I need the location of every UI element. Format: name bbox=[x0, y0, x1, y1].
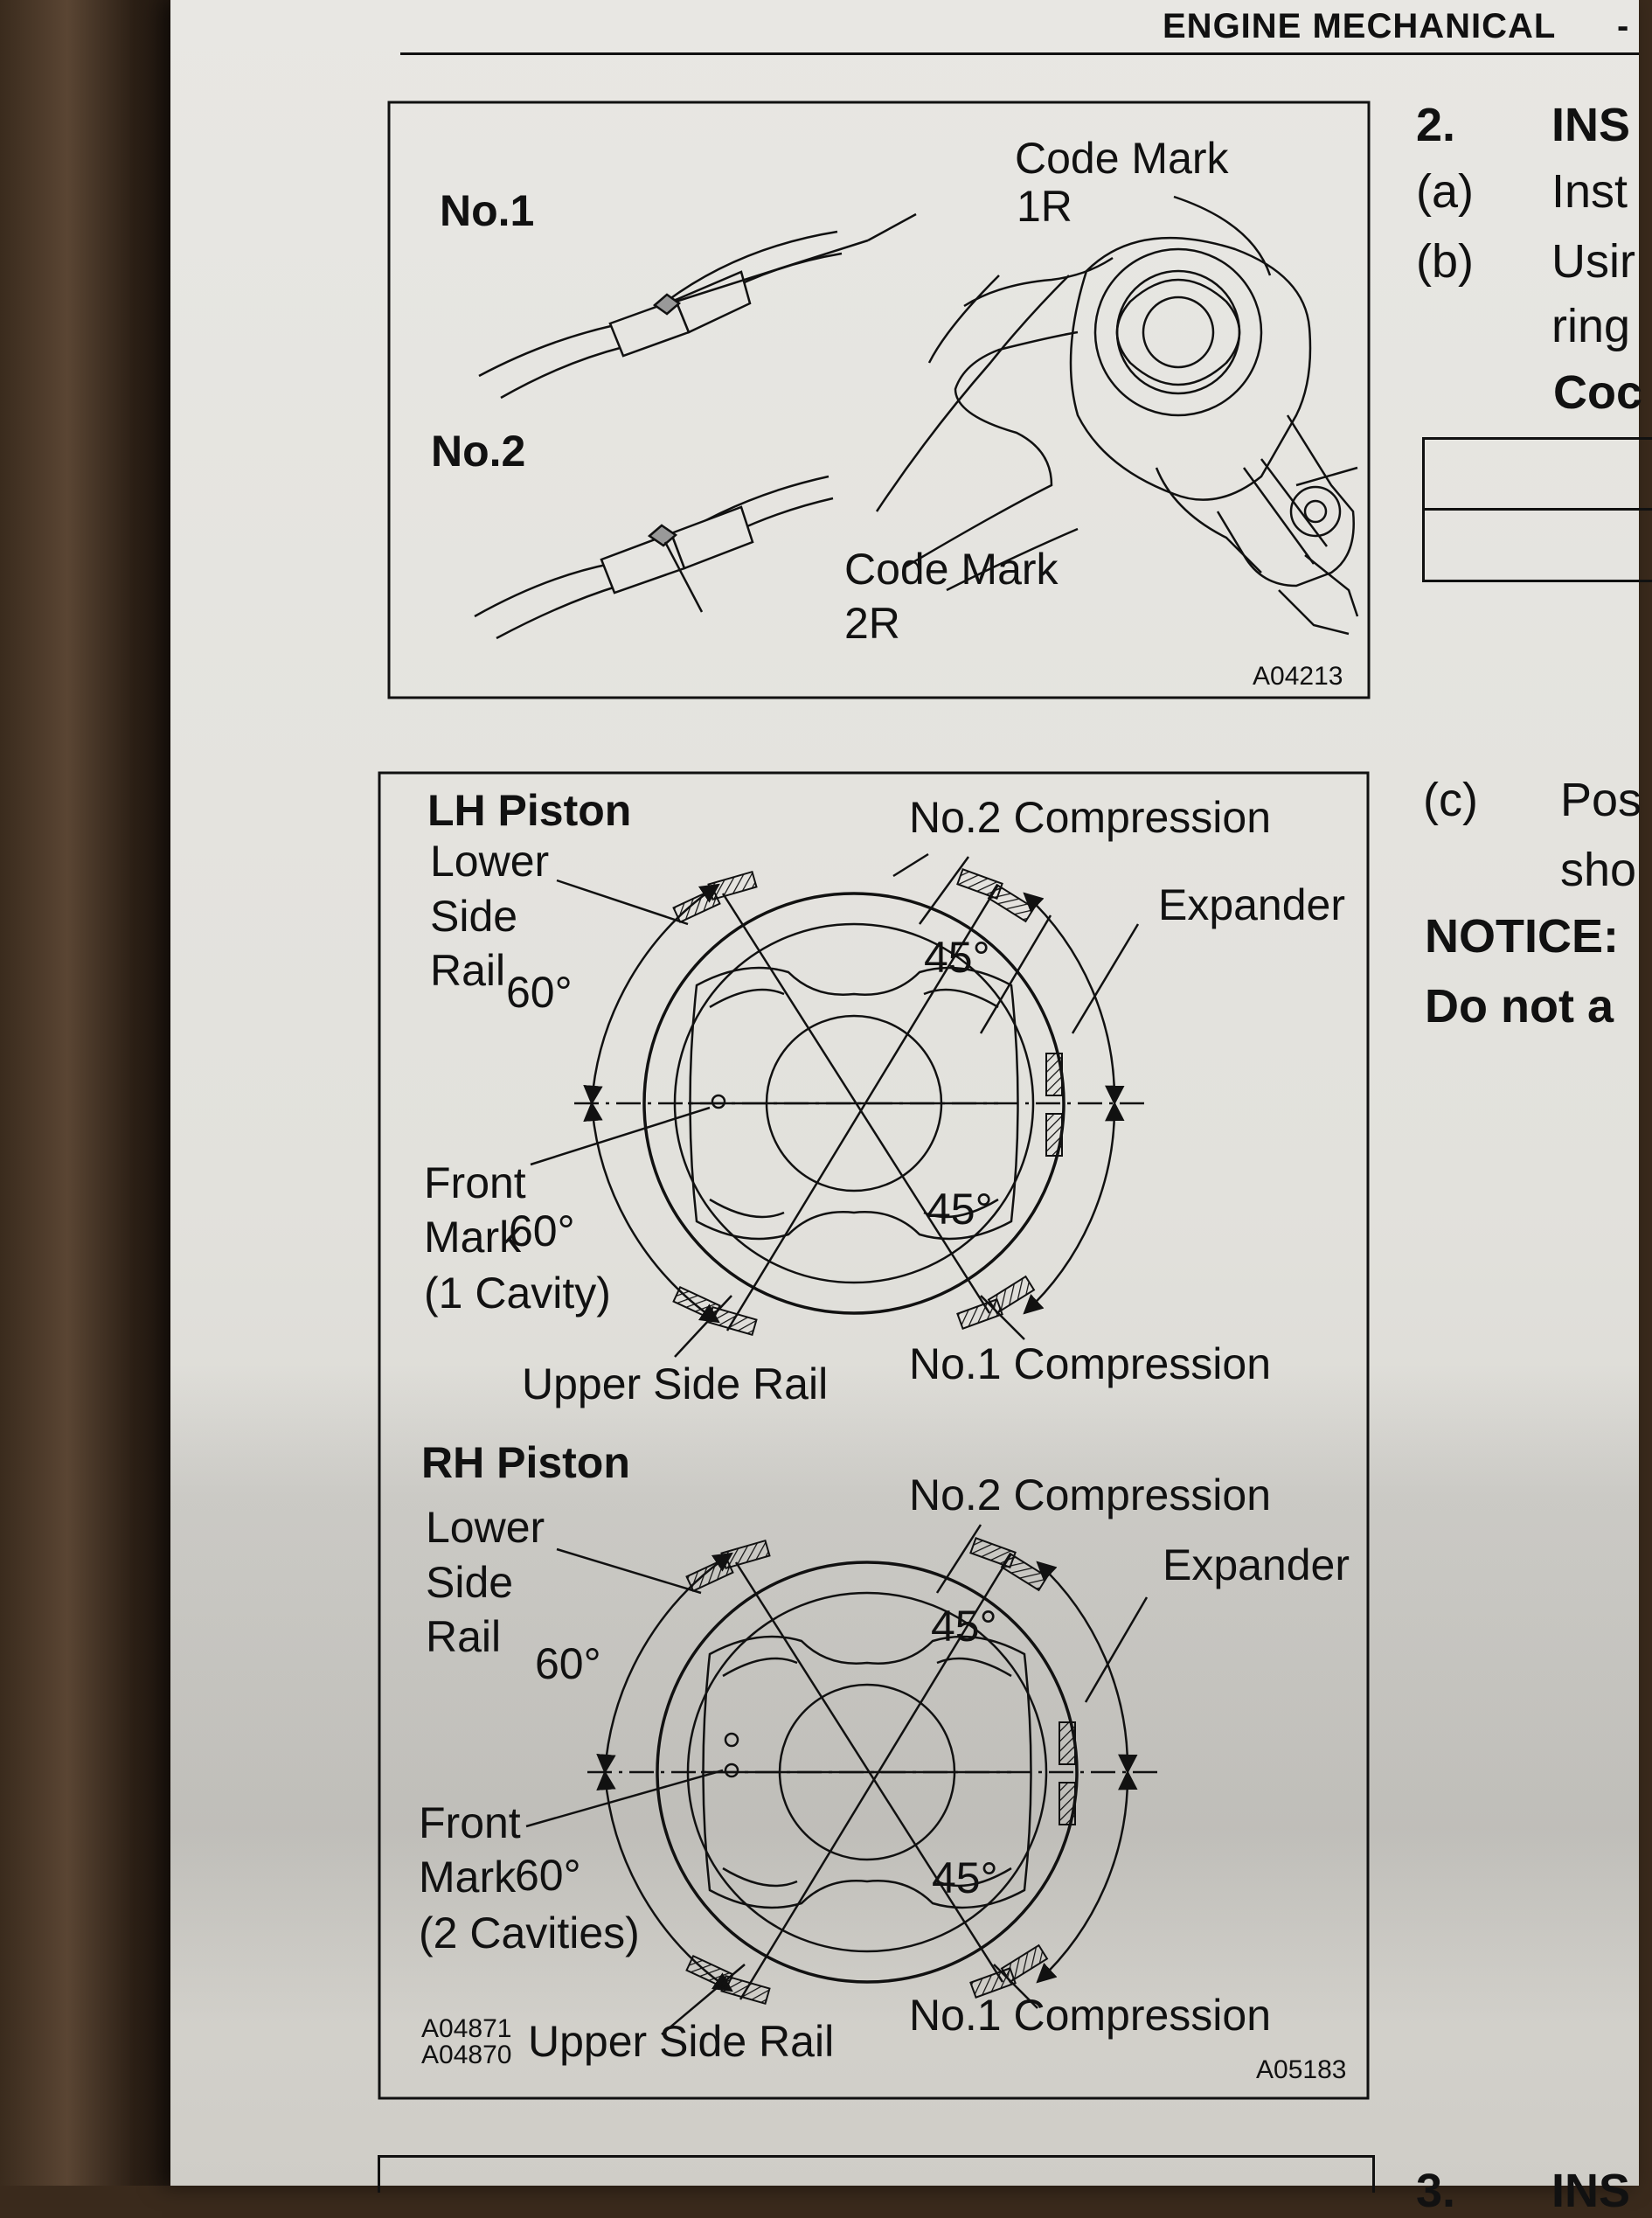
lh-upper-rail-leader bbox=[674, 1295, 732, 1358]
rh-no2-leader bbox=[935, 1524, 982, 1594]
code-label: Coc bbox=[1553, 366, 1643, 419]
figure-1-id: A04213 bbox=[1253, 662, 1343, 691]
lh-lower-side-rail-3: Rail bbox=[430, 946, 505, 995]
lh-angle-45-bottom: 45° bbox=[927, 1185, 993, 1234]
lh-valve-recess bbox=[689, 966, 1019, 1241]
lh-piston-diagram bbox=[530, 852, 1147, 1358]
code-mark-1r-diamond bbox=[652, 293, 682, 316]
ring-1-arc bbox=[478, 323, 615, 378]
step-b-number: (b) bbox=[1416, 235, 1474, 288]
rh-upper-side-rail: Upper Side Rail bbox=[528, 2017, 834, 2066]
notice-text: Do not a bbox=[1425, 980, 1614, 1033]
label-no2: No.2 bbox=[431, 427, 525, 476]
rh-expander: Expander bbox=[1163, 1540, 1350, 1589]
lh-no2-leader bbox=[918, 856, 970, 925]
step-b-text-line2: ring bbox=[1551, 300, 1631, 352]
step-3-number: 3. bbox=[1416, 2165, 1456, 2217]
figure-id-a04870: A04870 bbox=[421, 2041, 511, 2069]
code-table-row-divider bbox=[1425, 508, 1652, 511]
figure-1-frame bbox=[387, 101, 1371, 699]
header-rule bbox=[400, 52, 1639, 55]
lh-lower-side-rail-2: Side bbox=[430, 892, 517, 941]
rh-valve-recess bbox=[702, 1635, 1032, 1909]
step-a-number: (a) bbox=[1416, 165, 1474, 218]
figure-id-a04871: A04871 bbox=[421, 2014, 511, 2043]
lh-ring-gaps bbox=[672, 868, 1063, 1337]
rh-lower-side-rail-2: Side bbox=[426, 1558, 513, 1607]
code-mark-2r-leader bbox=[663, 541, 704, 613]
rh-no1-compression: No.1 Compression bbox=[909, 1991, 1271, 2040]
hand-shadow bbox=[170, 1364, 1639, 2028]
rh-front-mark-3: (2 Cavities) bbox=[419, 1909, 640, 1957]
step-a-text: Inst bbox=[1551, 165, 1628, 218]
rh-piston-title: RH Piston bbox=[421, 1438, 630, 1487]
rh-piston-diagram bbox=[525, 1524, 1160, 2035]
lh-upper-side-rail: Upper Side Rail bbox=[522, 1359, 828, 1408]
code-table bbox=[1422, 437, 1652, 582]
code-mark-1r-line2: 1R bbox=[1017, 182, 1072, 231]
lh-front-mark-1: Front bbox=[424, 1158, 526, 1207]
lh-front-mark-2: Mark bbox=[424, 1213, 522, 1262]
lh-lower-rail-leader bbox=[556, 879, 689, 926]
lh-angle-45-top: 45° bbox=[924, 933, 990, 982]
rh-angle-60-top: 60° bbox=[535, 1639, 601, 1688]
rh-front-mark-leader bbox=[525, 1769, 724, 1828]
section-dash: - bbox=[1617, 7, 1630, 45]
lh-expander-leader bbox=[1071, 923, 1140, 1034]
rh-lower-side-rail-3: Rail bbox=[426, 1612, 501, 1661]
rh-no2-compression: No.2 Compression bbox=[909, 1471, 1271, 1519]
code-mark-2r-line2: 2R bbox=[844, 599, 900, 648]
lh-expander: Expander bbox=[1158, 880, 1345, 929]
rh-lower-rail-leader bbox=[556, 1547, 702, 1595]
figure-ring-gap-positions: LH Piston No.2 Compression Expander Lowe… bbox=[378, 771, 1370, 2100]
rh-front-mark-2: Mark bbox=[419, 1853, 517, 1902]
code-mark-2r-diamond bbox=[647, 524, 678, 547]
lh-front-mark-3: (1 Cavity) bbox=[424, 1269, 611, 1318]
ring-2-arc bbox=[474, 562, 611, 618]
lh-no2-compression: No.2 Compression bbox=[909, 793, 1271, 842]
manual-page: ENGINE MECHANICAL - 2. INS (a) Inst (b) … bbox=[170, 0, 1652, 2217]
rh-angle-45-bottom: 45° bbox=[932, 1853, 998, 1902]
rh-front-mark-1: Front bbox=[419, 1798, 521, 1847]
code-mark-2r-line1: Code Mark bbox=[844, 545, 1059, 594]
next-figure-frame bbox=[378, 2155, 1375, 2193]
rh-lower-side-rail-1: Lower bbox=[426, 1503, 545, 1552]
step-c-number: (c) bbox=[1423, 774, 1478, 826]
notice-label: NOTICE: bbox=[1425, 910, 1619, 963]
step-3-text: INS bbox=[1551, 2165, 1631, 2217]
lh-angle-60-bottom: 60° bbox=[509, 1206, 575, 1255]
code-mark-1r-leader bbox=[867, 212, 917, 242]
hand-outline bbox=[902, 330, 1079, 570]
ring-1-end bbox=[608, 298, 691, 358]
lh-lower-side-rail-1: Lower bbox=[430, 837, 549, 886]
rh-ring-gaps bbox=[685, 1537, 1076, 2006]
lh-angle-60-top: 60° bbox=[506, 968, 573, 1017]
figure-2-frame bbox=[378, 771, 1370, 2100]
step-b-text: Usir bbox=[1551, 235, 1635, 288]
rh-expander-leader bbox=[1084, 1596, 1149, 1703]
figure-id-a05183: A05183 bbox=[1256, 2055, 1346, 2084]
background-surface bbox=[0, 0, 192, 2186]
rh-angle-60-bottom: 60° bbox=[515, 1851, 581, 1900]
step-2-text: INS bbox=[1551, 99, 1631, 151]
step-2-number: 2. bbox=[1416, 99, 1456, 151]
step-c-text-line2: sho bbox=[1560, 844, 1637, 896]
lh-no1-compression: No.1 Compression bbox=[909, 1339, 1271, 1388]
label-no1: No.1 bbox=[440, 186, 534, 235]
figure-ring-code-marks: No.1 No.2 Code Mark 1R Code Mark 2R A042… bbox=[387, 101, 1371, 699]
ring-expander-tool bbox=[1069, 236, 1312, 501]
lh-front-mark-leader bbox=[530, 1106, 711, 1166]
section-title: ENGINE MECHANICAL bbox=[1163, 7, 1557, 45]
code-mark-1r-line1: Code Mark bbox=[1015, 134, 1230, 183]
ring-2-end bbox=[670, 505, 754, 570]
lh-front-mark-cavity bbox=[711, 1094, 726, 1109]
step-c-text: Pos bbox=[1560, 774, 1642, 826]
rh-front-mark-cavity-1 bbox=[724, 1732, 739, 1748]
rh-angle-45-top: 45° bbox=[931, 1602, 997, 1651]
lh-piston-title: LH Piston bbox=[427, 786, 631, 835]
rh-front-mark-cavity-2 bbox=[724, 1763, 739, 1778]
